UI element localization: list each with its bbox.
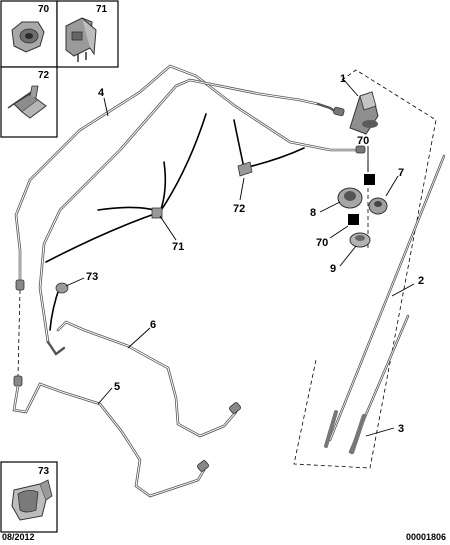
cable-middle bbox=[56, 320, 241, 438]
mast-part bbox=[324, 154, 446, 448]
pointer-lines bbox=[45, 113, 305, 331]
plug-part bbox=[349, 232, 371, 248]
clip-right-part bbox=[368, 197, 388, 215]
callout-cable-middle: 6 bbox=[150, 319, 156, 331]
callout-mast: 2 bbox=[418, 275, 424, 287]
inset-clip: 73 bbox=[0, 461, 58, 533]
footer-reference: 00001806 bbox=[405, 532, 446, 542]
callout-main-cable: 4 bbox=[98, 87, 105, 99]
cable-connectors bbox=[13, 106, 366, 387]
seal-part bbox=[337, 187, 363, 209]
callout-antenna-rod: 3 bbox=[398, 423, 404, 435]
inset-clip-number: 73 bbox=[38, 466, 50, 477]
washer-upper bbox=[364, 174, 375, 185]
callout-roof-base: 1 bbox=[340, 73, 346, 85]
footer-date: 08/2012 bbox=[2, 532, 35, 542]
antenna-rod-part bbox=[348, 314, 410, 455]
clip-71-part bbox=[151, 207, 163, 219]
callout-washer-upper: 70 bbox=[357, 135, 369, 147]
inset-bracket: 71 bbox=[56, 0, 119, 68]
cable-lower bbox=[12, 382, 209, 498]
inset-clip-plate: 72 bbox=[0, 66, 58, 138]
callout-cable-lower: 5 bbox=[114, 381, 120, 393]
clip-72-part bbox=[237, 161, 253, 177]
washer-lower bbox=[348, 214, 359, 225]
main-cable bbox=[14, 64, 358, 356]
clip-73-part bbox=[55, 282, 69, 294]
inset-nut-number: 70 bbox=[38, 4, 50, 15]
inset-clip-plate-number: 72 bbox=[38, 70, 50, 81]
callout-bracket: 71 bbox=[172, 241, 184, 253]
callout-washer-lower: 70 bbox=[316, 237, 328, 249]
leader-lines bbox=[65, 79, 415, 437]
callout-clip: 73 bbox=[86, 271, 98, 283]
inset-bracket-number: 71 bbox=[96, 4, 108, 15]
callout-seal: 8 bbox=[310, 207, 316, 219]
callout-plug: 9 bbox=[330, 263, 336, 275]
inset-nut: 70 bbox=[0, 0, 58, 68]
callout-clip-right: 7 bbox=[398, 167, 404, 179]
roof-antenna-base bbox=[349, 91, 379, 135]
callout-clip-plate: 72 bbox=[233, 203, 245, 215]
